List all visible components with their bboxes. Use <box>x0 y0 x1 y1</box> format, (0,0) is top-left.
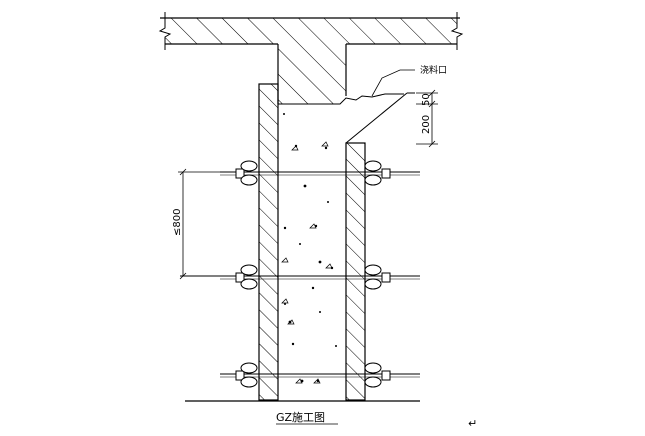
dim-gap-label: 50 <box>421 93 432 106</box>
tie-rod-row-1 <box>220 160 420 186</box>
right-formwork <box>345 142 366 401</box>
tie-rod-row-2 <box>180 264 420 290</box>
dim-spacing-label: ≤800 <box>172 209 183 236</box>
pour-opening-label: 浇料口 <box>420 64 447 76</box>
beam-downstand <box>277 44 404 105</box>
pour-opening: 浇料口 <box>345 64 447 144</box>
left-formwork <box>258 83 279 401</box>
tie-rod-row-3 <box>220 362 420 388</box>
top-beam <box>158 12 464 50</box>
dim-slope-label: 200 <box>421 115 432 134</box>
concrete-aggregate <box>281 113 337 384</box>
drawing-caption: GZ施工图 <box>276 411 325 424</box>
slope-dimension: 50 200 <box>416 89 438 148</box>
return-mark: ↵ <box>468 417 477 430</box>
spacing-dimension: ≤800 <box>172 168 236 280</box>
